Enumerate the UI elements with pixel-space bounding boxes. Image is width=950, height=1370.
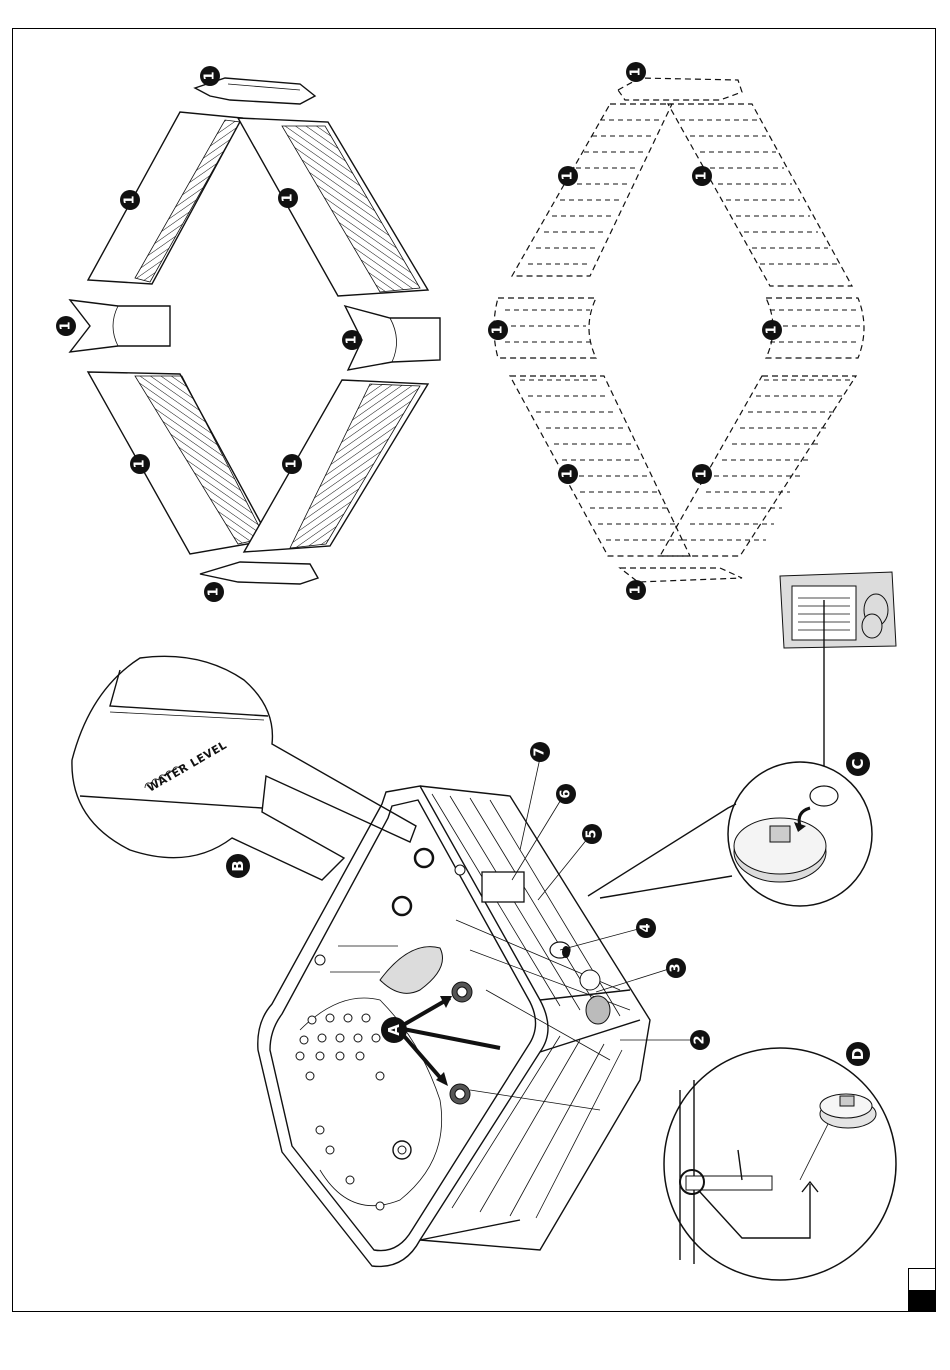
callout-1-p: 1 <box>626 580 646 600</box>
callout-1-h: 1 <box>204 582 224 602</box>
svg-text:1: 1 <box>695 469 710 478</box>
svg-text:7: 7 <box>533 747 548 756</box>
callout-1-m: 1 <box>762 320 782 340</box>
water-level-label: WATER LEVEL <box>145 738 229 794</box>
svg-text:A: A <box>385 1024 403 1036</box>
callout-7: 7 <box>530 742 550 762</box>
callout-6: 6 <box>556 784 576 804</box>
svg-text:1: 1 <box>629 67 644 76</box>
detail-c-filter-cap <box>588 762 872 906</box>
callout-1-o: 1 <box>692 464 712 484</box>
svg-text:1: 1 <box>133 459 148 468</box>
svg-text:C: C <box>849 758 867 769</box>
svg-text:B: B <box>229 860 247 871</box>
svg-text:2: 2 <box>693 1035 708 1044</box>
svg-text:1: 1 <box>345 335 360 344</box>
svg-text:1: 1 <box>281 193 296 202</box>
svg-text:1: 1 <box>695 171 710 180</box>
svg-text:D: D <box>849 1048 867 1060</box>
callout-1-i: 1 <box>626 62 646 82</box>
svg-text:3: 3 <box>669 963 684 972</box>
callout-1-e: 1 <box>342 330 362 350</box>
callout-1-l: 1 <box>488 320 508 340</box>
svg-text:6: 6 <box>559 789 574 798</box>
callout-5: 5 <box>582 824 602 844</box>
svg-text:1: 1 <box>629 585 644 594</box>
callout-3: 3 <box>666 958 686 978</box>
svg-text:1: 1 <box>491 325 506 334</box>
svg-text:1: 1 <box>561 171 576 180</box>
svg-text:1: 1 <box>285 459 300 468</box>
spa-tub <box>258 786 650 1266</box>
detail-d-drain-cap <box>664 1048 896 1280</box>
kit-package <box>780 572 896 792</box>
solid-steps-exploded <box>70 78 440 584</box>
svg-text:5: 5 <box>585 829 600 838</box>
label-c: C <box>846 752 870 776</box>
callout-1-f: 1 <box>130 454 150 474</box>
svg-text:1: 1 <box>123 195 138 204</box>
callout-1-c: 1 <box>278 188 298 208</box>
svg-text:1: 1 <box>203 71 218 80</box>
callout-2: 2 <box>690 1030 710 1050</box>
callout-1-d: 1 <box>56 316 76 336</box>
svg-text:1: 1 <box>765 325 780 334</box>
callout-1-k: 1 <box>692 166 712 186</box>
callout-1-g: 1 <box>282 454 302 474</box>
detail-b-water-level: WATER LEVEL <box>72 656 433 915</box>
callout-1-j: 1 <box>558 166 578 186</box>
dashed-steps-assembled <box>494 78 864 582</box>
label-d: D <box>846 1042 870 1066</box>
label-a: A <box>381 1017 407 1043</box>
svg-text:4: 4 <box>639 923 654 932</box>
svg-text:1: 1 <box>561 469 576 478</box>
callout-1-n: 1 <box>558 464 578 484</box>
label-b: B <box>226 854 250 878</box>
callout-1-a: 1 <box>200 66 220 86</box>
callout-1-b: 1 <box>120 190 140 210</box>
svg-text:1: 1 <box>207 587 222 596</box>
callout-4: 4 <box>636 918 656 938</box>
svg-text:1: 1 <box>59 321 74 330</box>
